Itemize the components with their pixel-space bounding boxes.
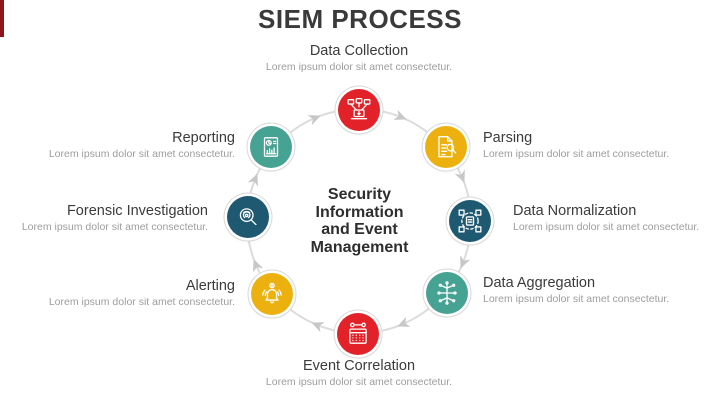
alerting-icon <box>262 282 282 304</box>
node-parsing <box>425 126 467 168</box>
step-title: Event Correlation <box>302 358 416 374</box>
step-description: Lorem ipsum dolor sit amet consectetur. <box>48 296 235 308</box>
step-description: Lorem ipsum dolor sit amet consectetur. <box>483 148 670 160</box>
center-title-line: and Event <box>321 221 398 238</box>
node-forensic-investigation <box>227 196 269 238</box>
node-data-collection <box>338 89 380 131</box>
label-forensic-investigation: Forensic Investigation Lorem ipsum dolor… <box>10 203 208 234</box>
arrow-icon <box>460 255 471 269</box>
cycle-arrows <box>247 109 471 333</box>
arrow-icon <box>454 169 465 183</box>
label-data-normalization: Data Normalization Lorem ipsum dolor sit… <box>513 203 720 234</box>
step-title: Data Aggregation <box>483 275 596 291</box>
step-description: Lorem ipsum dolor sit amet consectetur. <box>21 221 208 233</box>
step-description: Lorem ipsum dolor sit amet consectetur. <box>48 148 235 160</box>
label-reporting: Reporting Lorem ipsum dolor sit amet con… <box>10 130 235 161</box>
step-title: Data Collection <box>309 43 409 59</box>
data-collection-icon <box>347 97 371 120</box>
node-reporting <box>250 126 292 168</box>
event-correlation-icon <box>349 322 367 344</box>
step-description: Lorem ipsum dolor sit amet consectetur. <box>265 61 453 73</box>
reporting-icon <box>263 137 279 157</box>
node-alerting <box>251 273 293 315</box>
center-title-line: Security <box>327 186 392 203</box>
left-accent-bar <box>0 0 4 37</box>
label-parsing: Parsing Lorem ipsum dolor sit amet conse… <box>483 130 711 161</box>
center-title-line: Information <box>315 203 404 221</box>
arrow-icon <box>311 322 325 333</box>
step-title: Forensic Investigation <box>66 203 208 219</box>
data-aggregation-icon <box>437 281 457 305</box>
center-title: Security Information and Event Managemen… <box>272 186 447 256</box>
node-data-normalization <box>449 200 491 242</box>
label-data-collection: Data Collection Lorem ipsum dolor sit am… <box>179 43 539 74</box>
center-title-line: Management <box>310 238 409 256</box>
arrow-icon <box>247 173 258 187</box>
step-title: Data Normalization <box>513 203 637 219</box>
label-data-aggregation: Data Aggregation Lorem ipsum dolor sit a… <box>483 275 711 306</box>
arrow-icon <box>393 109 407 120</box>
step-title: Reporting <box>172 130 235 146</box>
parsing-icon <box>438 136 457 158</box>
data-normalization-icon <box>458 209 482 233</box>
arrow-icon <box>253 259 264 273</box>
node-data-aggregation <box>426 272 468 314</box>
step-title: Alerting <box>185 278 235 294</box>
forensic-investigation-icon <box>239 208 257 226</box>
arrow-icon <box>397 316 411 327</box>
step-description: Lorem ipsum dolor sit amet consectetur. <box>265 376 453 388</box>
label-event-correlation: Event Correlation Lorem ipsum dolor sit … <box>179 358 539 389</box>
label-alerting: Alerting Lorem ipsum dolor sit amet cons… <box>10 278 235 309</box>
step-description: Lorem ipsum dolor sit amet consectetur. <box>483 293 670 305</box>
page-title: SIEM PROCESS <box>258 4 462 34</box>
node-event-correlation <box>337 313 379 355</box>
step-description: Lorem ipsum dolor sit amet consectetur. <box>513 221 700 233</box>
arrow-icon <box>307 115 321 126</box>
step-title: Parsing <box>483 130 533 146</box>
